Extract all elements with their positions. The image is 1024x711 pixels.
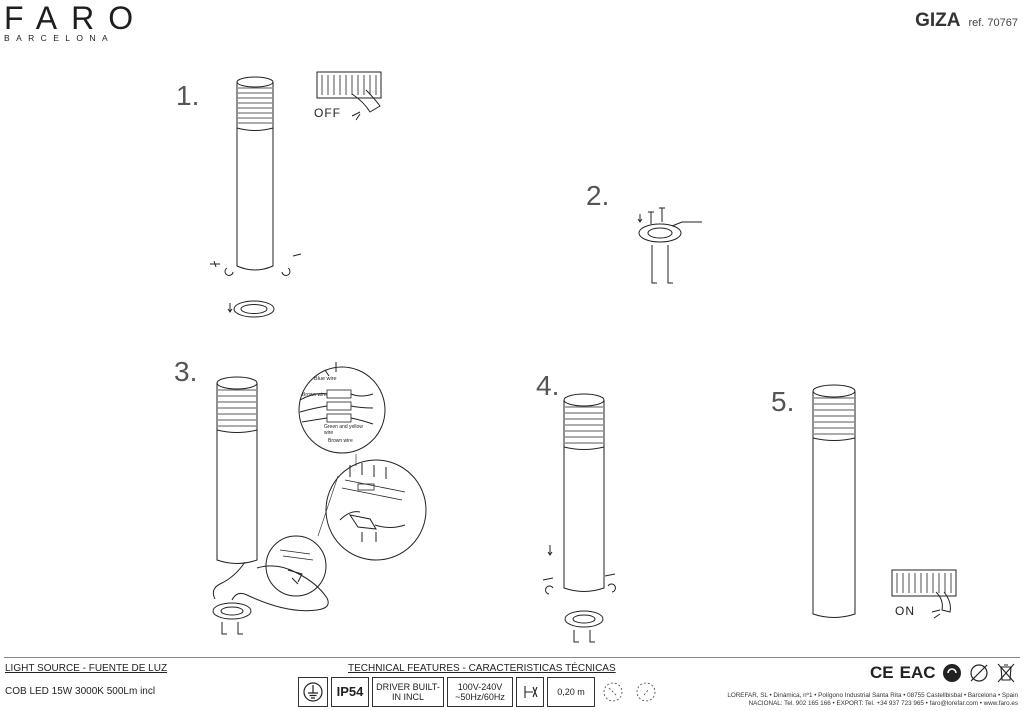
wire-label-brown-bottom: Brown wire <box>328 438 353 444</box>
weee-bin-icon <box>996 662 1016 684</box>
step-5-number: 5. <box>771 386 795 417</box>
step-4-base-plate <box>564 610 604 643</box>
voltage-info: 100V-240V ~50Hz/60Hz <box>447 677 513 707</box>
step-1-screws <box>210 253 302 276</box>
brand-sub: BARCELONA <box>4 33 115 43</box>
product-ref: ref. 70767 <box>968 17 1018 29</box>
step-3-bollard <box>216 376 258 564</box>
step-3-base-plate <box>212 602 252 635</box>
light-source-value: COB LED 15W 3000K 500Lm incl <box>5 686 156 697</box>
step-1-bollard <box>236 76 274 271</box>
step-2-number: 2. <box>586 180 610 211</box>
led-class-icon <box>968 662 990 684</box>
earth-ground-icon <box>298 677 328 707</box>
technical-features-icons: IP54 DRIVER BUILT-IN INCL 100V-240V ~50H… <box>298 677 661 707</box>
step-3-detail-circle-large <box>325 459 427 561</box>
circle-dashed-icon <box>631 677 661 707</box>
recycle-icon <box>942 662 962 684</box>
company-address: LOREFAR, SL • Dinámica, nº1 • Polígono I… <box>727 692 1018 699</box>
step-2-base-plate <box>637 207 702 284</box>
step-3-number: 3. <box>174 356 198 387</box>
step-3-detail-circle-small <box>265 535 327 597</box>
distance-info: 0,20 m <box>547 677 595 707</box>
technical-features-title: TECHNICAL FEATURES - CARACTERISTICAS TÉC… <box>348 663 616 674</box>
step-3-detail-circle-wiring <box>298 362 386 454</box>
wire-label-green-yellow: Green and yellow wire <box>324 424 363 436</box>
eac-mark-icon: EAC <box>899 663 936 682</box>
product-header: GIZA ref. 70767 <box>915 10 1018 32</box>
step-1-base-ring <box>227 300 275 318</box>
step-5-bollard <box>812 384 856 618</box>
sun-dashed-icon <box>598 677 628 707</box>
detail-connector-line <box>317 475 339 537</box>
footer-divider <box>4 657 1020 658</box>
step-4-bollard <box>542 393 616 595</box>
wire-label-brown-top: Brown wire <box>302 392 327 398</box>
company-info: LOREFAR, SL • Dinámica, nº1 • Polígono I… <box>727 692 1018 708</box>
faro-logo: FARO BARCELONA <box>4 0 172 43</box>
product-name: GIZA <box>915 10 961 31</box>
no-dimmable-icon <box>516 677 544 707</box>
brand-name: FARO <box>4 0 148 36</box>
light-source-title: LIGHT SOURCE - FUENTE DE LUZ <box>5 663 168 674</box>
driver-info: DRIVER BUILT-IN INCL <box>372 677 444 707</box>
certification-marks: CE EAC <box>870 662 1024 684</box>
company-contact: NACIONAL: Tel. 902 165 166 • EXPORT: Tel… <box>748 700 1018 707</box>
step-4-number: 4. <box>536 370 560 401</box>
ce-mark-icon: CE <box>870 663 894 682</box>
off-label: OFF <box>314 106 341 120</box>
on-label: ON <box>895 604 915 618</box>
ip-rating: IP54 <box>331 677 369 707</box>
switch-panel-on-icon <box>891 569 957 619</box>
switch-panel-off-icon <box>316 71 382 121</box>
step-1-number: 1. <box>176 80 200 111</box>
distance-value: 0,20 m <box>557 687 585 697</box>
wire-label-blue: Blue wire <box>314 376 337 382</box>
